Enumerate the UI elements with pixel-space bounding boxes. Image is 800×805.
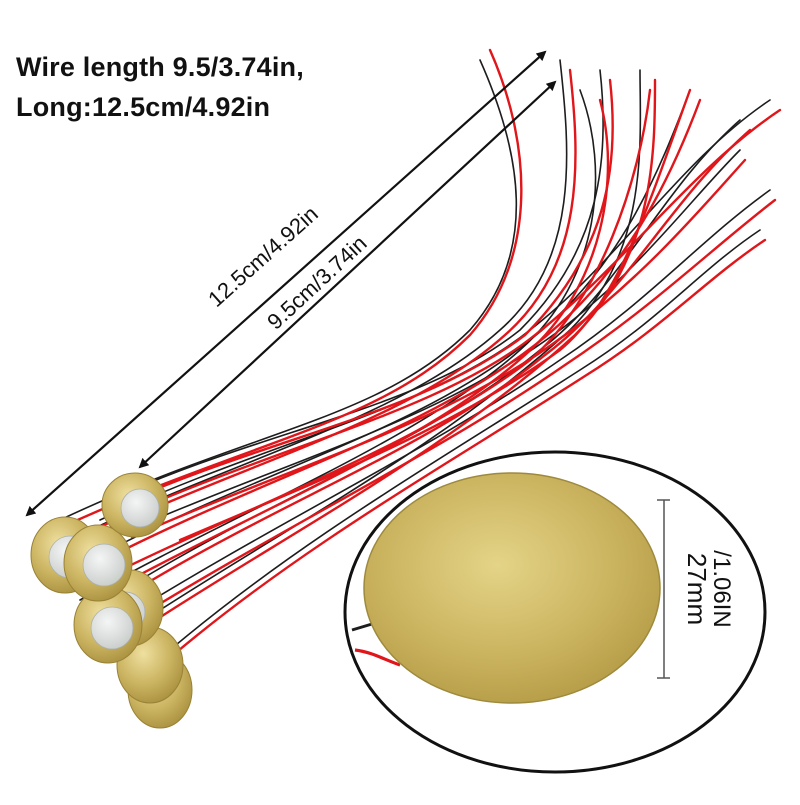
zoom-callout: 27mm /1.06IN xyxy=(343,450,767,774)
diameter-mm-label: 27mm xyxy=(682,553,712,625)
diameter-in-label: /1.06IN xyxy=(708,550,735,627)
piezo-disc xyxy=(73,586,143,664)
piezo-disc xyxy=(101,472,169,538)
headline-wire-length: Wire length 9.5/3.74in, xyxy=(16,52,304,82)
headline-long-length: Long:12.5cm/4.92in xyxy=(16,92,271,122)
piezo-disc xyxy=(63,524,133,602)
large-piezo-disc xyxy=(363,472,661,704)
diameter-bracket xyxy=(657,499,670,679)
piezo-disc-group xyxy=(30,472,193,729)
short-wire-arrow xyxy=(138,80,557,469)
